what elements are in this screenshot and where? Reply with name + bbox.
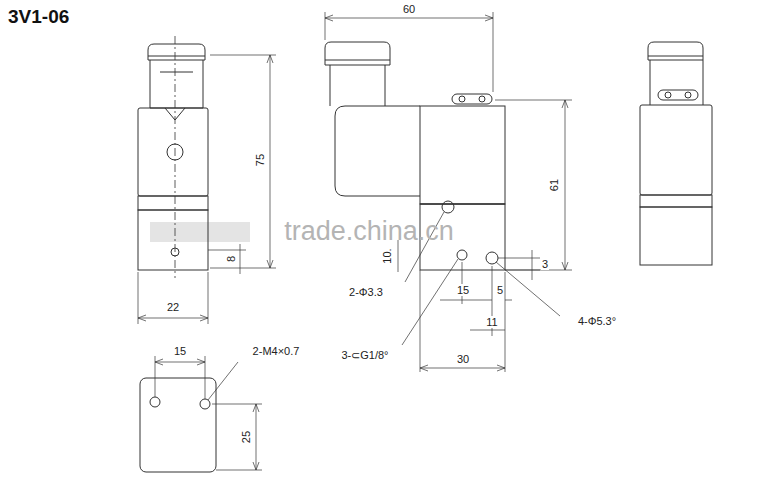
dimension-label: 10. [381, 247, 393, 264]
dimension-label: 30 [456, 353, 470, 365]
dimension-label: 8 [225, 255, 237, 263]
dimension-label: 60 [402, 3, 416, 15]
dimension-label: 2-Φ3.3 [348, 286, 384, 298]
watermark: trade.china.cn [283, 217, 455, 247]
dimension-label: 5 [496, 284, 504, 296]
dimension-label: 75 [254, 153, 266, 167]
dimension-label: 3 [541, 258, 549, 270]
dimension-label: 15 [173, 345, 187, 357]
dimension-label: 4-Φ5.3° [577, 315, 617, 327]
model-title: 3V1-06 [8, 6, 69, 28]
dimension-label: 25 [240, 430, 252, 444]
dimension-label: 3-⊂G1/8° [340, 349, 389, 361]
dimension-label: 11 [485, 316, 498, 328]
dimension-label: 22 [166, 301, 180, 313]
dimension-label: 61 [548, 178, 560, 192]
dimension-label: 15 [456, 284, 470, 296]
dimension-label: 2-M4×0.7 [252, 345, 301, 357]
